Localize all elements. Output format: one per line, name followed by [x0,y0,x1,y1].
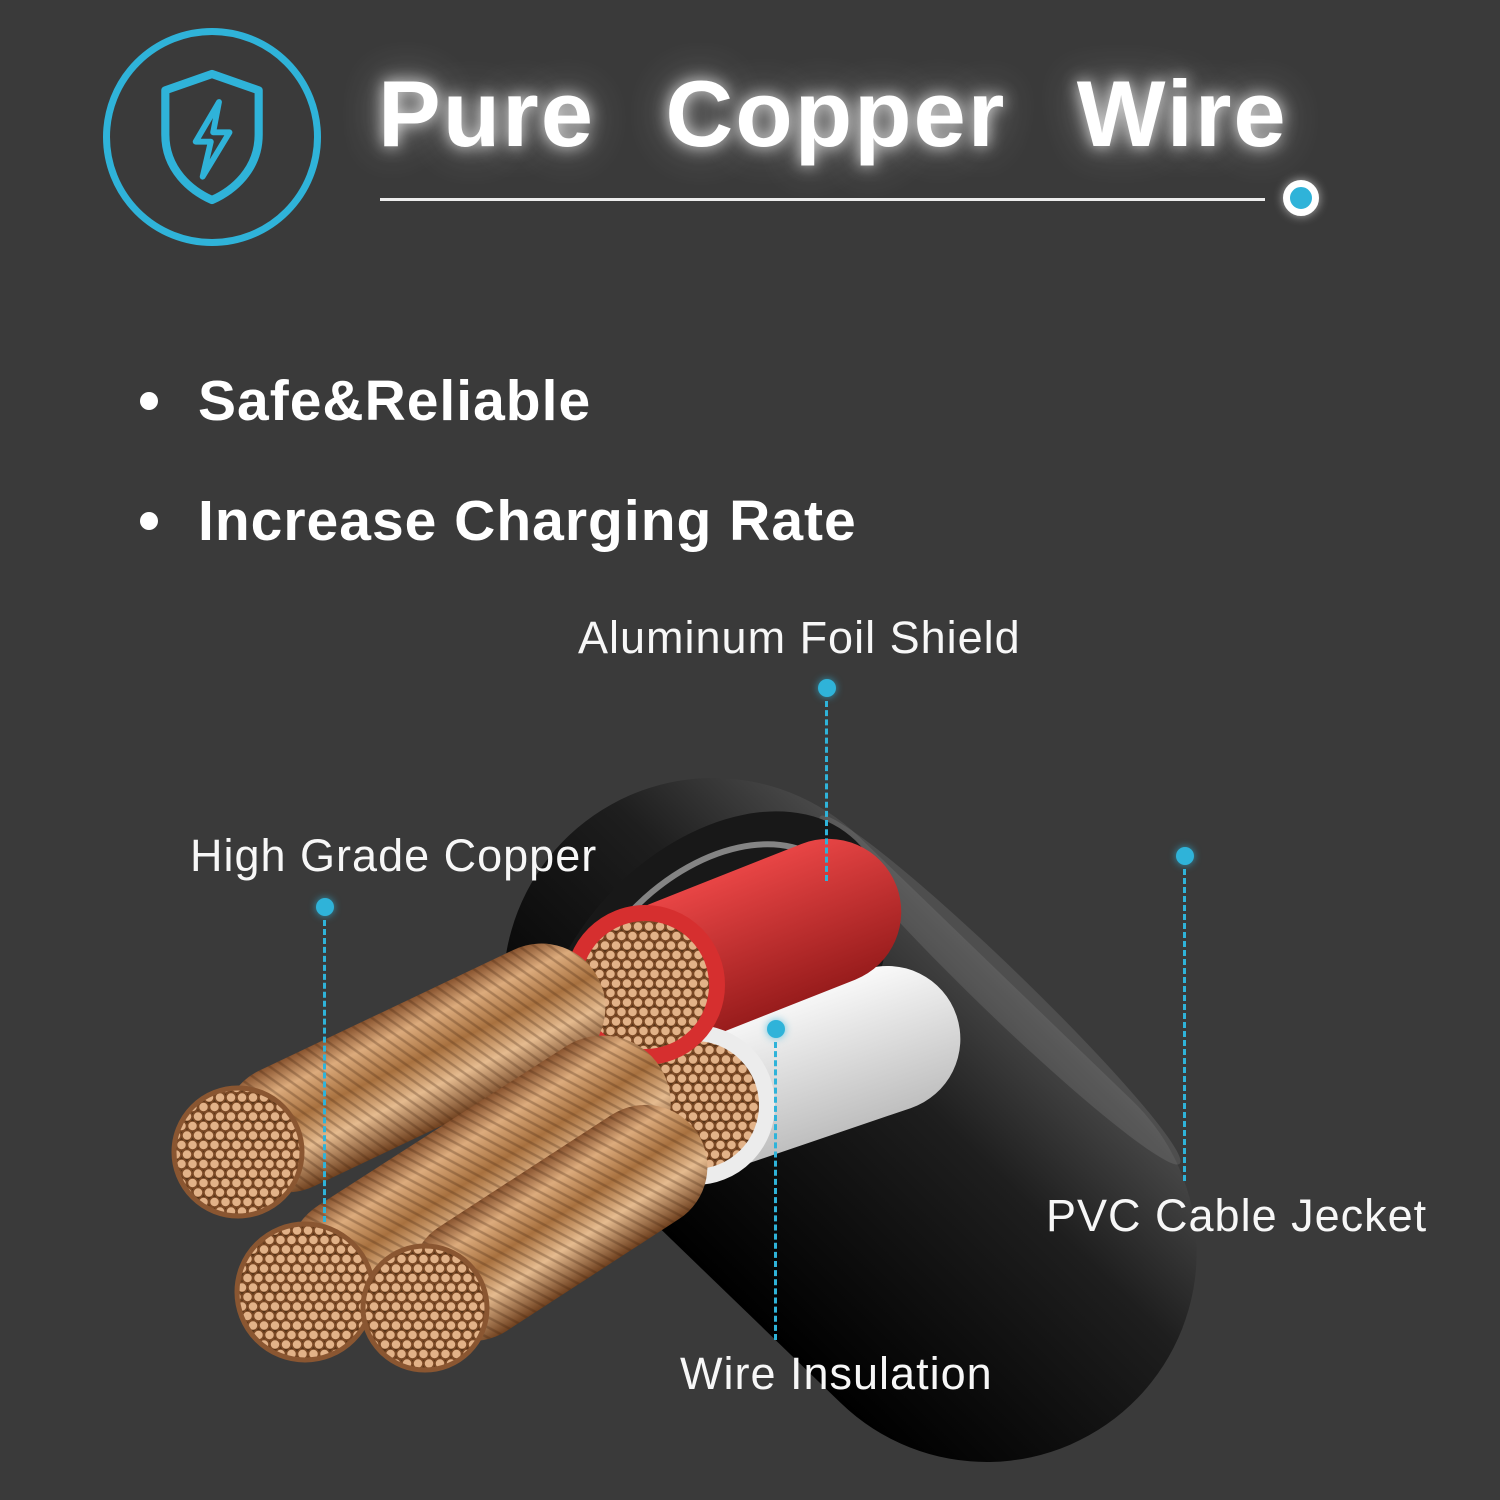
bullet-dot [140,392,158,410]
callout-pvc-jacket-label: PVC Cable Jecket [1046,1190,1428,1241]
callout-wire-insulation-leader [774,1042,777,1340]
feature-item: Safe&Reliable [140,368,591,434]
title-underline [380,198,1265,201]
callout-wire-insulation-dot [767,1020,785,1038]
callout-high-grade-copper-label: High Grade Copper [190,830,598,881]
callout-high-grade-copper-leader [323,920,326,1222]
feature-item: Increase Charging Rate [140,488,857,554]
shield-lightning-glyph [161,69,263,205]
feature-label: Increase Charging Rate [198,489,857,553]
callout-aluminum-foil-leader [825,701,828,881]
title-underline-end-dot [1283,180,1319,216]
bullet-dot [140,512,158,530]
callout-pvc-jacket-dot [1176,847,1194,865]
callout-pvc-jacket-leader [1183,869,1186,1181]
callout-wire-insulation-label: Wire Insulation [680,1348,993,1399]
callout-aluminum-foil-dot [818,679,836,697]
callout-aluminum-foil-label: Aluminum Foil Shield [578,612,1021,663]
feature-label: Safe&Reliable [198,369,592,433]
callout-high-grade-copper-dot [316,898,334,916]
page-title: Pure Copper Wire [378,61,1288,166]
jacket-highlight [819,815,1181,1165]
copper-strand-bundles [171,943,708,1373]
shield-lightning-icon [103,28,321,246]
